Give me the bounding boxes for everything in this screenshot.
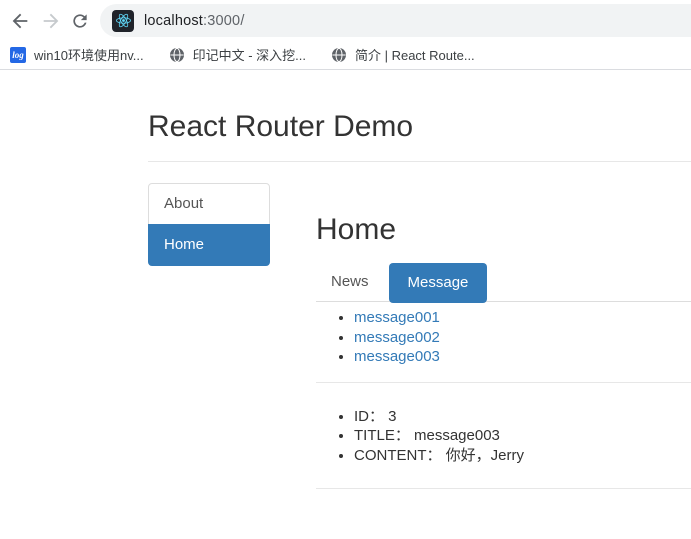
url-host: localhost (144, 12, 204, 29)
url-path: :3000/ (203, 12, 245, 29)
detail-title: TITLE： message003 (354, 426, 691, 446)
back-icon[interactable] (8, 9, 32, 33)
bookmark-yinji-docs[interactable]: 印记中文 - 深入挖... (169, 45, 306, 64)
list-item: message002 (354, 328, 691, 348)
react-favicon-icon (112, 9, 134, 32)
list-detail-divider (316, 381, 691, 383)
list-item: message003 (354, 347, 691, 367)
content-row: About Home Home News Message message001 … (148, 183, 691, 489)
message-list: message001 message002 message003 (316, 308, 691, 367)
sidebar-nav: About Home (148, 183, 270, 489)
detail-content: CONTENT： 你好，Jerry (354, 446, 691, 466)
bookmark-label: win10环境使用nv... (34, 48, 144, 63)
browser-toolbar: localhost:3000/ (0, 0, 691, 40)
list-item: message001 (354, 308, 691, 328)
sidebar-item-about[interactable]: About (148, 183, 270, 225)
globe-favicon-icon (331, 47, 347, 63)
bookmarks-bar: log win10环境使用nv... 印记中文 - 深入挖... (0, 40, 691, 70)
globe-favicon-icon (169, 47, 185, 63)
address-bar[interactable]: localhost:3000/ (100, 4, 691, 37)
page-content: React Router Demo About Home Home News M… (0, 110, 691, 489)
url-text: localhost:3000/ (144, 13, 245, 29)
message-link-003[interactable]: message003 (354, 348, 440, 365)
detail-id: ID： 3 (354, 407, 691, 427)
forward-icon[interactable] (39, 9, 63, 33)
sidebar-item-home[interactable]: Home (148, 224, 270, 266)
bookmark-label: 印记中文 - 深入挖... (192, 48, 306, 63)
tab-news[interactable]: News (331, 272, 369, 290)
bottom-divider (316, 488, 691, 489)
bookmark-win10-nvm[interactable]: log win10环境使用nv... (10, 45, 144, 64)
bookmark-react-router-intro[interactable]: 简介 | React Route... (331, 45, 475, 64)
message-link-002[interactable]: message002 (354, 328, 440, 346)
tab-message[interactable]: Message (388, 262, 488, 303)
bookmark-label: 简介 | React Route... (354, 48, 475, 63)
home-heading: Home (316, 213, 397, 246)
reload-icon[interactable] (68, 9, 92, 33)
message-detail: ID： 3 TITLE： message003 CONTENT： 你好，Jerr… (316, 407, 691, 466)
message-link-001[interactable]: message001 (354, 309, 440, 326)
tab-bar: News Message (316, 262, 691, 303)
main-panel: Home News Message message001 message002 … (316, 183, 691, 489)
page-title: React Router Demo (148, 110, 414, 143)
log-favicon-icon: log (10, 46, 26, 63)
header-divider (148, 161, 691, 162)
